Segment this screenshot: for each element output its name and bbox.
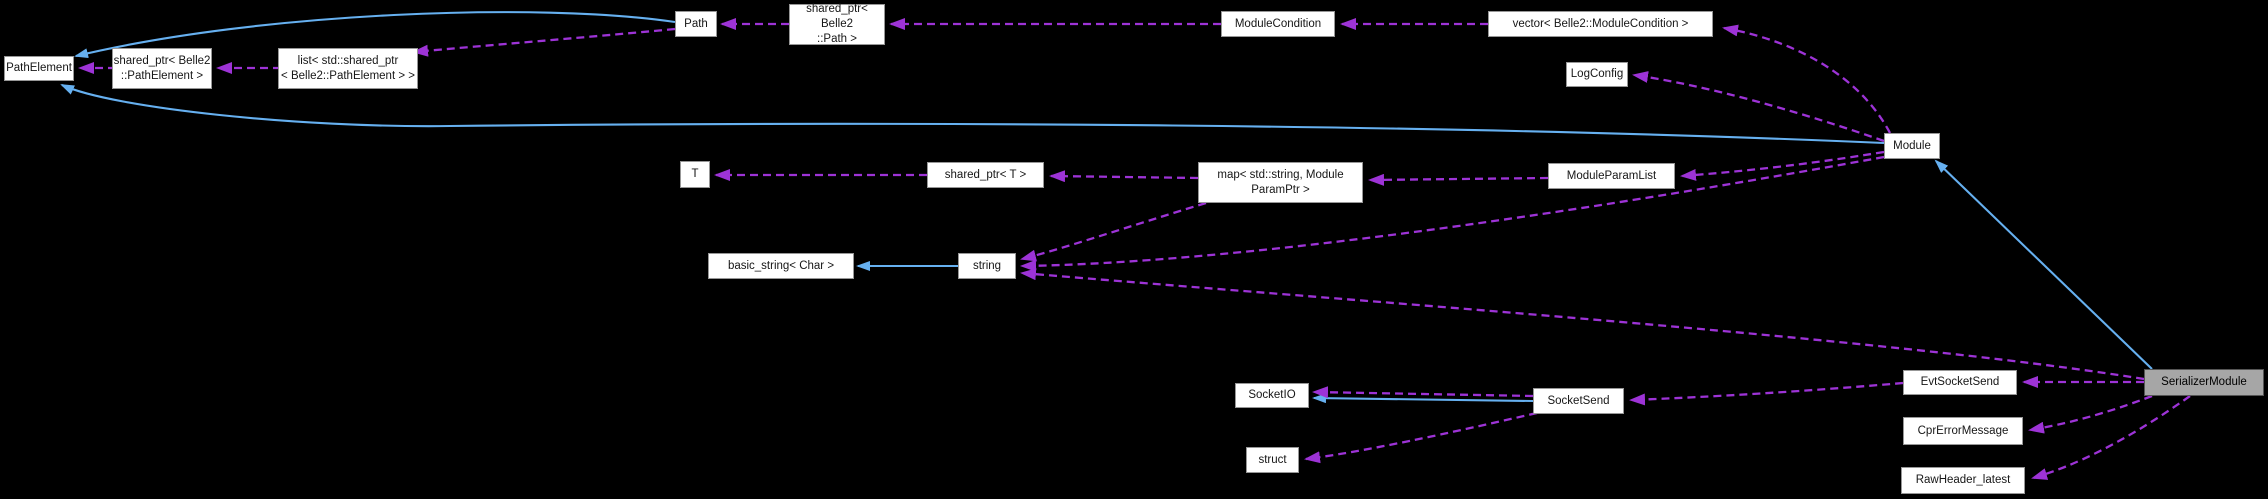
edge-path-to-pathelement — [74, 11, 676, 59]
edge-module-to-pathelement — [60, 84, 1885, 145]
node-sharedptr-path[interactable]: shared_ptr< Belle2 ::Path > — [789, 3, 885, 45]
node-sharedptr-pathelement[interactable]: shared_ptr< Belle2 ::PathElement > — [112, 48, 212, 89]
edge-socketsend-to-struct — [1304, 411, 1538, 464]
node-evtsocketsend[interactable]: EvtSocketSend — [1903, 370, 2017, 395]
node-struct[interactable]: struct — [1246, 447, 1299, 473]
node-socketsend[interactable]: SocketSend — [1533, 388, 1624, 414]
edge-serializermodule-to-rawheaderlatest — [2031, 395, 2191, 480]
edge-serializermodule-to-string — [1020, 268, 2145, 381]
node-map-moduleparamptr[interactable]: map< std::string, Module ParamPtr > — [1198, 162, 1363, 203]
node-t[interactable]: T — [680, 161, 710, 188]
node-logconfig[interactable]: LogConfig — [1566, 62, 1628, 87]
edge-map-to-sharedptrt — [1049, 170, 1199, 183]
edge-module-to-logconfig — [1632, 71, 1885, 143]
node-path[interactable]: Path — [675, 11, 717, 37]
edge-socketsend-to-socketio-inherit — [1312, 393, 1534, 404]
edge-serializermodule-to-module — [1934, 159, 2153, 370]
edge-map-to-string — [1020, 201, 1207, 262]
edge-module-to-string — [1020, 155, 1885, 272]
edge-path-to-list — [412, 27, 676, 57]
node-pathelement[interactable]: PathElement — [4, 56, 74, 81]
edge-module-to-vector — [1722, 24, 1892, 134]
edge-socketsend-to-socketio-usage — [1312, 386, 1534, 399]
edge-module-to-moduleparamlist — [1680, 150, 1885, 181]
node-vector-modulecondition[interactable]: vector< Belle2::ModuleCondition > — [1488, 11, 1713, 37]
node-moduleparamlist[interactable]: ModuleParamList — [1548, 163, 1675, 189]
node-cprerrormessage[interactable]: CprErrorMessage — [1903, 417, 2023, 445]
node-socketio[interactable]: SocketIO — [1235, 383, 1309, 408]
node-serializermodule[interactable]: SerializerModule — [2144, 369, 2264, 396]
edge-evtsocketsend-to-socketsend — [1629, 381, 1904, 406]
node-modulecondition[interactable]: ModuleCondition — [1221, 11, 1335, 37]
edge-moduleparamlist-to-map — [1368, 173, 1549, 186]
edge-serializermodule-to-cprerrormessage — [2028, 394, 2153, 434]
node-rawheader-latest[interactable]: RawHeader_latest — [1901, 467, 2025, 494]
node-basicstring-char[interactable]: basic_string< Char > — [708, 253, 854, 279]
node-string[interactable]: string — [958, 253, 1016, 279]
node-list-sharedptr[interactable]: list< std::shared_ptr < Belle2::PathElem… — [278, 48, 418, 89]
node-module[interactable]: Module — [1884, 133, 1940, 159]
node-sharedptr-t[interactable]: shared_ptr< T > — [927, 162, 1044, 188]
